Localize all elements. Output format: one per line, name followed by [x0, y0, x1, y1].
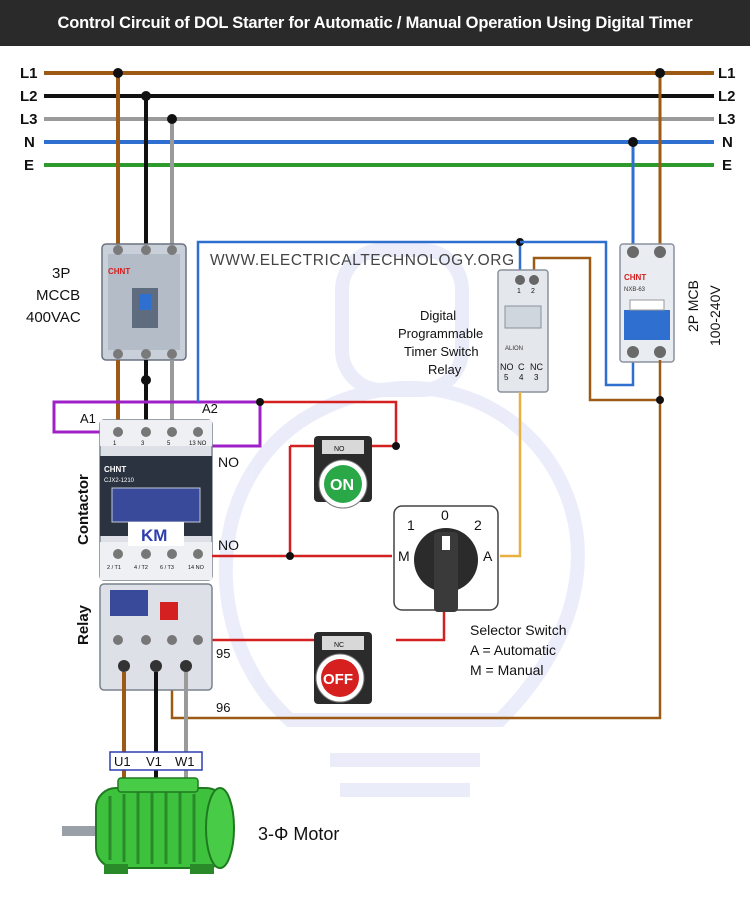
mccb-label: 3P MCCB 400VAC [26, 265, 81, 326]
mcb-brand: CHNT [624, 273, 646, 282]
timer-brand: ALION [505, 346, 523, 352]
mccb-brand: CHNT [108, 267, 130, 276]
selector-pos-1: 1 [407, 517, 415, 533]
a1-label: A1 [80, 411, 96, 426]
contactor-top-terminal-13: 13 NO [189, 441, 207, 447]
timer-feed-wire-brown [532, 256, 660, 402]
timer-terminal-5: 5 [504, 373, 509, 382]
mcb-label-1: 2P MCB [685, 280, 701, 332]
timer-terminal-3: 3 [534, 373, 539, 382]
bus-label-n-left: N [24, 134, 35, 151]
motor-terminal-u1: U1 [114, 754, 131, 769]
bus-label-e-left: E [24, 157, 34, 174]
selector-pos-0: 0 [441, 507, 449, 523]
mccb-to-contactor-wires [116, 360, 174, 430]
selector-desc-title: Selector Switch [470, 622, 566, 638]
diagram-title: Control Circuit of DOL Starter for Autom… [57, 14, 693, 32]
timer-to-selector-wire [500, 392, 522, 558]
mccb-label-3: 400VAC [26, 309, 81, 326]
bus-label-l3-right: L3 [718, 111, 736, 128]
contactor-top-terminal-5: 5 [167, 441, 171, 447]
contactor-no-top: NO [218, 454, 239, 470]
bus-labels-left: L1 L2 L3 N E [20, 65, 38, 174]
timer-c-label: C [518, 362, 525, 372]
relay-label: Relay [75, 604, 92, 645]
mccb-breaker: CHNT [101, 243, 187, 361]
timer-top-terminal-2: 2 [531, 288, 535, 295]
timer-label-1: Digital [420, 308, 456, 323]
selector-description: Selector Switch A = Automatic M = Manual [470, 622, 566, 678]
bus-label-l1-left: L1 [20, 65, 38, 82]
mcb-label-2: 100-240V [707, 285, 723, 346]
selector-pos-2: 2 [474, 517, 482, 533]
contactor-bottom-terminal-2: 2 / T1 [107, 565, 121, 571]
motor-label: 3-Φ Motor [258, 824, 339, 844]
contactor-brand: CHNT [104, 465, 126, 474]
coil-a1-a2-loop: A1 A2 [52, 400, 262, 448]
bus-label-n-right: N [722, 134, 733, 151]
selector-switch[interactable]: 1 0 2 M A [393, 505, 499, 612]
timer-label: Digital Programmable Timer Switch Relay [398, 308, 483, 377]
mcb-model: NXB-63 [624, 287, 646, 293]
contactor-top-terminal-1: 1 [113, 441, 117, 447]
selector-right-a: A [483, 548, 493, 564]
selector-desc-a: A = Automatic [470, 642, 556, 658]
on-button-contact: NO [334, 446, 345, 453]
contactor-no-bottom: NO [218, 537, 239, 553]
motor-terminal-box [109, 751, 203, 771]
selector-left-m: M [398, 548, 410, 564]
timer-top-terminal-1: 1 [517, 288, 521, 295]
timer-nc-label: NC [530, 362, 543, 372]
watermark-text: WWW.ELECTRICALTECHNOLOGY.ORG [210, 252, 515, 269]
off-button[interactable]: OFF NC [314, 632, 372, 704]
bus-label-l2-left: L2 [20, 88, 38, 105]
contactor: CHNT CJX2-1210 1 3 5 13 NO 2 / T1 4 / T2… [99, 419, 213, 581]
timer-no-label: NO [500, 362, 514, 372]
contactor-bottom-terminal-4: 4 / T2 [134, 565, 148, 571]
title-bar: Control Circuit of DOL Starter for Autom… [0, 0, 750, 46]
off-button-contact: NC [334, 642, 344, 649]
mcb-breaker: CHNT NXB-63 [619, 243, 675, 363]
mccb-label-1: 3P [52, 265, 70, 282]
bus-label-l2-right: L2 [718, 88, 736, 105]
km-badge-bg [128, 522, 184, 546]
motor-icon [62, 777, 235, 874]
timer-label-3: Timer Switch [404, 344, 479, 359]
bus-label-l1-right: L1 [718, 65, 736, 82]
contactor-bottom-terminal-6: 6 / T3 [160, 565, 174, 571]
mcb-neutral-wire [520, 240, 635, 387]
on-button-label: ON [330, 477, 354, 494]
motor-terminal-w1: W1 [175, 754, 195, 769]
mcb-feed-wires [628, 68, 665, 245]
bus-labels-right: L1 L2 L3 N E [718, 65, 736, 174]
contactor-bottom-terminal-14: 14 NO [188, 565, 205, 571]
mccb-label-2: MCCB [36, 287, 80, 304]
mcb-label: 2P MCB 100-240V [685, 280, 723, 346]
relay-95-label: 95 [216, 646, 230, 661]
km-badge: KM [141, 526, 167, 545]
contactor-label: Contactor [75, 474, 92, 545]
bulb-watermark-icon [218, 243, 585, 797]
timer-feed-wire-blue [196, 240, 522, 402]
timer-label-2: Programmable [398, 326, 483, 341]
bus-bars [44, 71, 714, 167]
contactor-top-terminal-3: 3 [141, 441, 145, 447]
bus-label-l3-left: L3 [20, 111, 38, 128]
timer-label-4: Relay [428, 362, 462, 377]
off-button-label: OFF [323, 671, 353, 688]
overload-relay [99, 583, 213, 691]
a2-label: A2 [202, 401, 218, 416]
motor-terminal-v1: V1 [146, 754, 162, 769]
on-button[interactable]: ON NO [314, 436, 372, 509]
contactor-model: CJX2-1210 [104, 478, 135, 484]
timer-terminal-4: 4 [519, 373, 524, 382]
bus-label-e-right: E [722, 157, 732, 174]
timer-relay: ALION 1 2 NO C NC 5 4 3 [497, 269, 549, 393]
selector-desc-m: M = Manual [470, 662, 544, 678]
relay-96-label: 96 [216, 700, 230, 715]
mccb-feed-wires [113, 68, 177, 250]
